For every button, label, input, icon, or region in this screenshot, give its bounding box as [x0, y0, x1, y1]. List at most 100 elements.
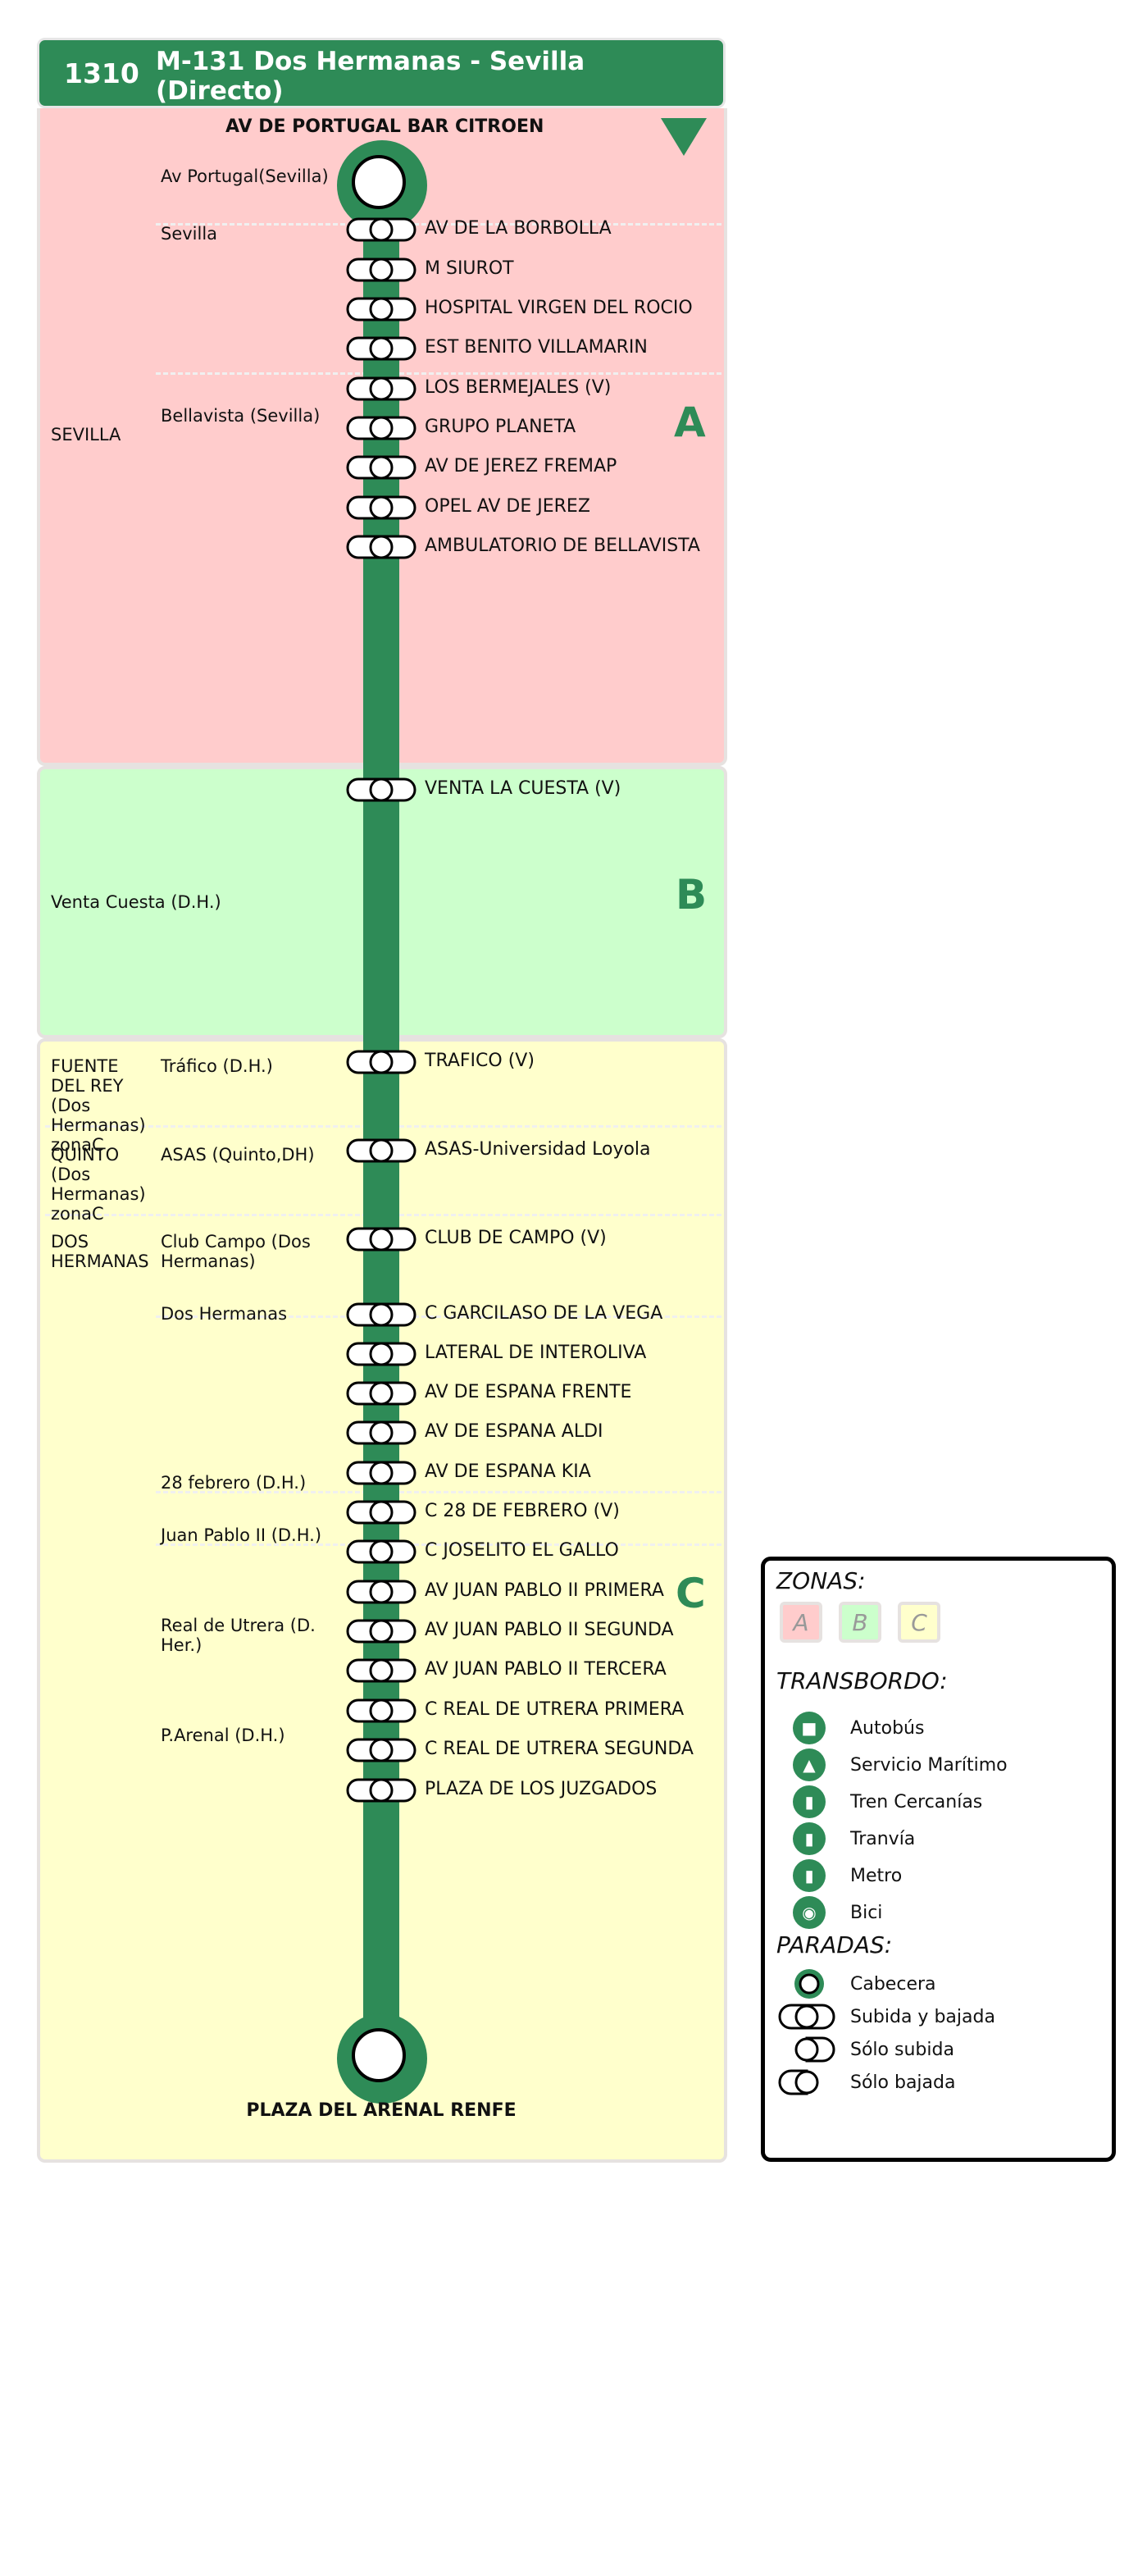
legend-panel: ZONAS: A B C TRANSBORDO: ■ Autobús ▲ Ser… — [761, 1557, 1116, 2162]
stop-marker[interactable] — [346, 1698, 416, 1723]
stop-marker[interactable] — [346, 416, 416, 440]
stop-name: ASAS-Universidad Loyola — [425, 1139, 651, 1160]
stop-marker[interactable] — [346, 1778, 416, 1803]
direction-arrow-icon — [661, 118, 707, 159]
legend-stops-title: PARADAS: — [776, 1931, 893, 1958]
train-icon: ▮ — [793, 1785, 826, 1818]
stop-marker[interactable] — [346, 1539, 416, 1564]
stop-marker[interactable] — [346, 297, 416, 321]
stop-name: TRAFICO (V) — [425, 1051, 535, 1071]
locality-label: Juan Pablo II (D.H.) — [161, 1525, 322, 1545]
legend-transfer-item: Tranvía — [850, 1829, 916, 1849]
stop-marker[interactable] — [346, 777, 416, 802]
stop-name: AV DE LA BORBOLLA — [425, 218, 612, 239]
stop-marker[interactable] — [346, 495, 416, 520]
locality-label: Real de Utrera (D. Her.) — [161, 1616, 316, 1655]
stop-marker[interactable] — [346, 1658, 416, 1683]
municipality-label: DOS HERMANAS — [51, 1232, 149, 1271]
stop-marker[interactable] — [346, 1381, 416, 1406]
stop-marker[interactable] — [346, 376, 416, 401]
stop-name: GRUPO PLANETA — [425, 417, 576, 437]
stop-name: C GARCILASO DE LA VEGA — [425, 1303, 663, 1324]
legend-transfer-item: Tren Cercanías — [850, 1792, 983, 1812]
legend-zones-title: ZONAS: — [776, 1567, 866, 1594]
ferry-icon: ▲ — [793, 1748, 826, 1781]
line-code: 1310 — [64, 57, 139, 89]
stop-marker[interactable] — [346, 1342, 416, 1366]
stop-marker[interactable] — [346, 455, 416, 480]
start-terminal-stop[interactable] — [337, 140, 427, 230]
stop-marker[interactable] — [346, 217, 416, 242]
stop-name: C REAL DE UTRERA PRIMERA — [425, 1699, 685, 1720]
zone-b-label: B — [676, 871, 708, 919]
stop-name: AMBULATORIO DE BELLAVISTA — [425, 536, 700, 556]
stop-name: AV DE ESPANA KIA — [425, 1461, 591, 1482]
stop-name: C JOSELITO EL GALLO — [425, 1540, 619, 1561]
metro-icon: ▮ — [793, 1859, 826, 1892]
locality-label: P.Arenal (D.H.) — [161, 1726, 285, 1745]
stop-marker[interactable] — [346, 1461, 416, 1485]
stop-marker[interactable] — [346, 1619, 416, 1644]
locality-divider — [156, 372, 721, 375]
zone-a-label: A — [674, 399, 706, 446]
bike-icon: ◉ — [793, 1896, 826, 1929]
legend-transfer-title: TRANSBORDO: — [776, 1667, 948, 1694]
stop-name: CLUB DE CAMPO (V) — [425, 1228, 607, 1248]
legend-transfer-item: Metro — [850, 1866, 903, 1886]
legend-stop-type: Sólo subida — [850, 2040, 954, 2060]
stop-marker[interactable] — [346, 258, 416, 282]
legend-zone-c-chip: C — [898, 1602, 940, 1643]
locality-label: Av Portugal(Sevilla) — [161, 166, 329, 186]
stop-marker[interactable] — [346, 535, 416, 559]
stop-marker[interactable] — [346, 1227, 416, 1252]
legend-transfer-item: Bici — [850, 1903, 883, 1923]
locality-label: Dos Hermanas — [161, 1304, 288, 1324]
route-header: 1310 M-131 Dos Hermanas - Sevilla (Direc… — [37, 38, 726, 108]
stop-name: LATERAL DE INTEROLIVA — [425, 1343, 647, 1363]
route-title: M-131 Dos Hermanas - Sevilla (Directo) — [156, 47, 585, 106]
locality-divider — [156, 1491, 721, 1493]
stop-name: VENTA LA CUESTA (V) — [425, 778, 621, 799]
stop-name: C REAL DE UTRERA SEGUNDA — [425, 1739, 694, 1759]
legend-stop-type: Cabecera — [850, 1974, 936, 1995]
legend-zone-b-chip: B — [839, 1602, 881, 1643]
stop-name: LOS BERMEJALES (V) — [425, 377, 612, 398]
stop-marker[interactable] — [346, 1500, 416, 1525]
stop-marker[interactable] — [346, 1738, 416, 1762]
stop-name: AV DE ESPANA ALDI — [425, 1421, 603, 1442]
stop-marker[interactable] — [346, 1580, 416, 1604]
stop-name: PLAZA DE LOS JUZGADOS — [425, 1779, 658, 1799]
municipality-label: FUENTE DEL REY (Dos Hermanas) zonaC — [51, 1056, 146, 1155]
stop-marker[interactable] — [346, 1050, 416, 1074]
municipality-label: SEVILLA — [51, 425, 121, 445]
stop-marker[interactable] — [346, 336, 416, 361]
locality-label: Bellavista (Sevilla) — [161, 406, 321, 426]
end-terminal-stop[interactable] — [337, 2013, 427, 2104]
stop-name: AV JUAN PABLO II SEGUNDA — [425, 1620, 674, 1640]
locality-divider — [156, 223, 721, 226]
legend-zone-a-chip: A — [780, 1602, 822, 1643]
bus-icon: ■ — [793, 1712, 826, 1744]
stop-name: AV DE ESPANA FRENTE — [425, 1382, 632, 1402]
locality-label: 28 febrero (D.H.) — [161, 1473, 307, 1493]
legend-stop-type: Sólo bajada — [850, 2072, 956, 2093]
terminal-stop-icon — [793, 1967, 826, 2004]
locality-label: Club Campo (Dos Hermanas) — [161, 1232, 311, 1271]
tram-icon: ▮ — [793, 1822, 826, 1855]
locality-label: Sevilla — [161, 224, 218, 244]
stop-name: AV DE JEREZ FREMAP — [425, 456, 617, 476]
locality-divider — [156, 1315, 721, 1318]
stop-name: OPEL AV DE JEREZ — [425, 496, 590, 517]
stop-name: HOSPITAL VIRGEN DEL ROCIO — [425, 298, 693, 318]
legend-transfer-item: Autobús — [850, 1718, 925, 1739]
board-alight-stop-icon — [778, 2004, 835, 2033]
stop-marker[interactable] — [346, 1138, 416, 1163]
municipality-label: QUINTO (Dos Hermanas) zonaC — [51, 1145, 146, 1224]
alight-only-stop-icon — [778, 2069, 824, 2099]
locality-divider — [156, 1543, 721, 1546]
start-terminal-label: AV DE PORTUGAL BAR CITROEN — [225, 116, 544, 137]
stop-marker[interactable] — [346, 1420, 416, 1445]
stop-name: EST BENITO VILLAMARIN — [425, 337, 648, 358]
legend-stop-type: Subida y bajada — [850, 2007, 995, 2027]
stop-marker[interactable] — [346, 1302, 416, 1327]
